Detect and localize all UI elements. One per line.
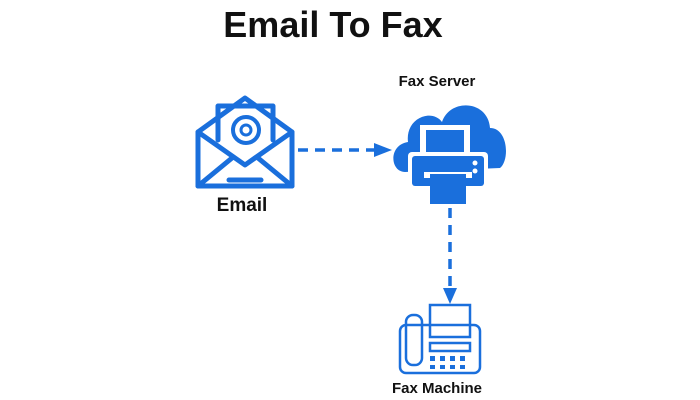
cloud-printer-icon xyxy=(393,105,506,204)
email-icon xyxy=(195,95,295,189)
arrow-email-to-server xyxy=(298,143,392,157)
arrow-server-to-machine xyxy=(443,208,457,304)
fax-server-label: Fax Server xyxy=(398,73,476,90)
fax-machine-label: Fax Machine xyxy=(391,380,483,397)
email-label: Email xyxy=(216,195,268,216)
fax-machine-icon xyxy=(398,303,482,375)
diagram-title: Email To Fax xyxy=(223,4,443,45)
